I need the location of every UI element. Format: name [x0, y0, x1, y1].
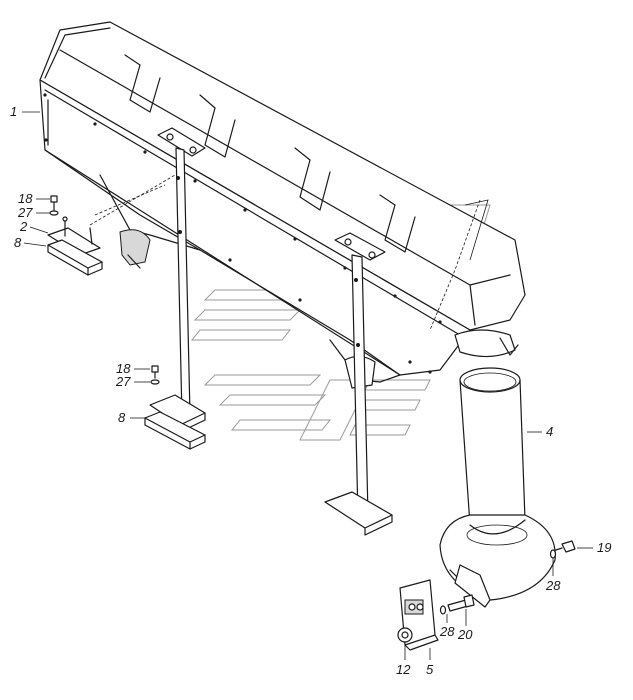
left-fastener-set	[47, 195, 101, 256]
callout-12: 12	[396, 662, 411, 677]
callout-4: 4	[546, 424, 554, 439]
center-mounting-pad	[144, 411, 206, 450]
outlet-spout	[119, 229, 519, 389]
callout-28-right: 28	[546, 578, 561, 593]
callout-18-center: 18	[116, 361, 131, 376]
callout-28-lower: 28	[440, 624, 455, 639]
callout-8-left: 8	[14, 235, 22, 250]
housing-body	[39, 21, 526, 383]
assembly-dash-lines	[89, 174, 489, 331]
callout-19: 19	[597, 540, 612, 555]
leader-lines	[22, 111, 593, 660]
callout-27-center: 27	[116, 374, 131, 389]
intake-pipe	[439, 367, 556, 608]
callout-5: 5	[426, 662, 434, 677]
right-support-bracket	[324, 232, 393, 536]
callout-1: 1	[10, 104, 18, 119]
callout-27-left: 27	[18, 205, 33, 220]
callout-8-center: 8	[118, 410, 126, 425]
callout-18-left: 18	[18, 191, 33, 206]
callout-20: 20	[458, 627, 473, 642]
left-mounting-pad	[47, 239, 103, 276]
center-fastener-set	[150, 365, 160, 385]
clamp-plate-set	[397, 579, 475, 651]
callout-2: 2	[20, 219, 28, 234]
right-fastener-set	[549, 540, 576, 559]
left-support-bracket	[149, 127, 206, 433]
